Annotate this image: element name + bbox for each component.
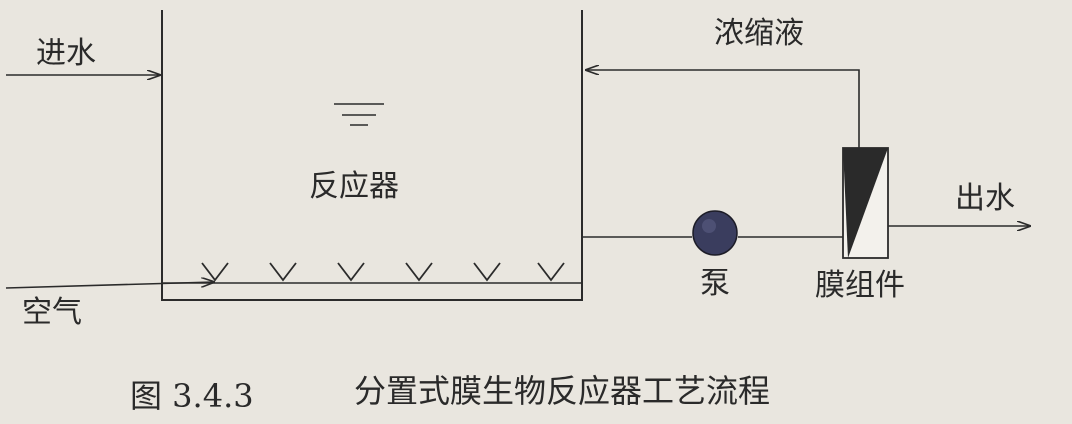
diffuser-icon xyxy=(269,262,297,282)
diffuser-icon xyxy=(405,262,433,282)
pump-label: 泵 xyxy=(700,266,730,301)
reactor-label: 反应器 xyxy=(309,169,399,204)
membrane-module-icon xyxy=(842,147,889,259)
reactor-tank xyxy=(161,10,583,301)
diffuser-icon xyxy=(201,262,229,282)
figure-number: 图 3.4.3 xyxy=(130,377,254,415)
diffuser-icon xyxy=(537,262,565,282)
influent-label: 进水 xyxy=(36,36,96,71)
air-arrow xyxy=(5,282,214,289)
water-level-icon xyxy=(334,103,384,126)
concentrate-recycle-line xyxy=(586,70,860,148)
figure-caption: 分置式膜生物反应器工艺流程 xyxy=(354,372,771,410)
pump-icon xyxy=(692,210,738,256)
diffuser-icon xyxy=(473,262,501,282)
concentrate-label: 浓缩液 xyxy=(714,16,804,51)
air-label: 空气 xyxy=(22,295,82,330)
membrane-module-label: 膜组件 xyxy=(815,268,905,303)
diffusers xyxy=(201,262,565,282)
effluent-label: 出水 xyxy=(955,181,1015,216)
diffuser-icon xyxy=(337,262,365,282)
